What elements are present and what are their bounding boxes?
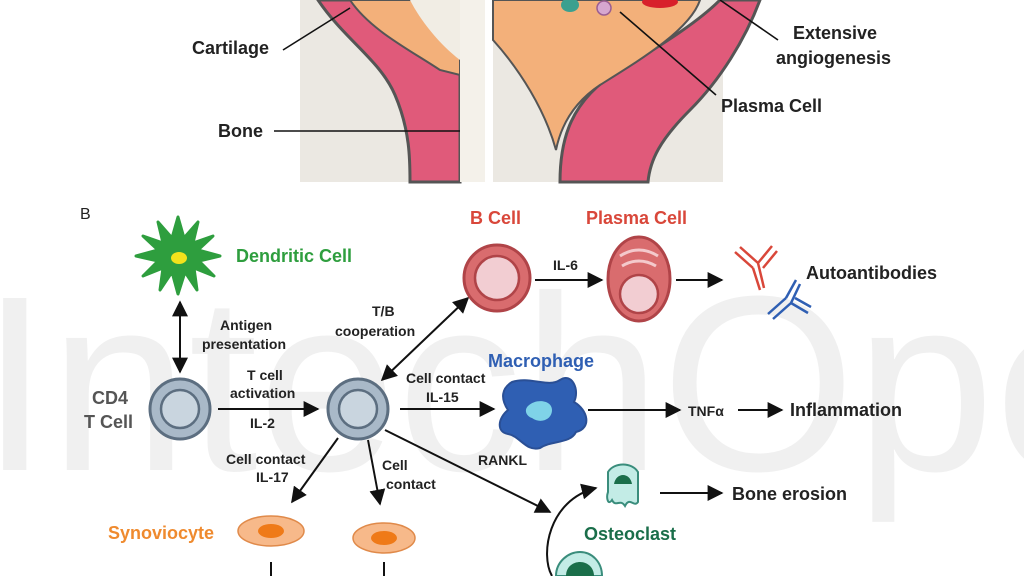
cd4-tcell-nucleus [159, 388, 201, 430]
synoviocyte-label: Synoviocyte [108, 523, 214, 543]
panel-a: Cartilage Bone Extensive angiogenesis Pl… [192, 0, 891, 184]
angiogenesis-label-2: angiogenesis [776, 48, 891, 68]
il6-label: IL-6 [553, 257, 578, 273]
rankl-label: RANKL [478, 452, 527, 468]
tb-label-1: T/B [372, 303, 395, 319]
plasma-cell-label-a: Plasma Cell [721, 96, 822, 116]
il2-label: IL-2 [250, 415, 275, 431]
right-plasma-cell [596, 0, 612, 16]
cd4-label-2: T Cell [84, 412, 133, 432]
antigen-label-2: presentation [202, 336, 286, 352]
plasma-cell-leader [619, 11, 717, 96]
left-joint-space [410, 0, 460, 60]
right-vessel [642, 0, 678, 8]
contact17-label-2: IL-17 [256, 469, 289, 485]
antigen-label-1: Antigen [220, 317, 272, 333]
tcell-activation-label-1: T cell [247, 367, 283, 383]
cartilage-label: Cartilage [192, 38, 269, 58]
osteoclast-differentiation-arrow [546, 483, 598, 576]
macrophage-nucleus [525, 401, 552, 421]
contact-label-2: contact [386, 476, 436, 492]
cartilage-leader [282, 7, 351, 51]
dendritic-cell-shape [134, 215, 222, 296]
dendritic-cell-label: Dendritic Cell [236, 246, 352, 266]
cell-contact-il17-arrow [291, 437, 339, 504]
autoantibodies-label: Autoantibodies [806, 263, 937, 283]
synoviocyte-2-nucleus [371, 531, 397, 545]
panel-b: B Dendritic Cell Antigen presentation CD… [80, 206, 937, 576]
bone-erosion-label: Bone erosion [732, 484, 847, 504]
right-bone [558, 0, 762, 184]
angiogenesis-leader [719, 0, 779, 41]
cd4-label-1: CD4 [92, 388, 128, 408]
inflammation-label: Inflammation [790, 400, 902, 420]
osteoclast-body [606, 463, 639, 509]
panel-divider [485, 0, 493, 182]
osteoclast-precursor-nucleus [566, 562, 594, 576]
blue-antibody-icon [767, 279, 812, 320]
plasma-cell-label-b: Plasma Cell [586, 208, 687, 228]
contact15-label-1: Cell contact [406, 370, 486, 386]
left-joint-edge [460, 0, 485, 182]
tb-label-2: cooperation [335, 323, 415, 339]
rankl-arrow [384, 429, 552, 513]
right-cell-teal [561, 0, 579, 12]
plasma-er-1 [619, 248, 659, 258]
plasma-er-2 [621, 259, 657, 268]
tb-cooperation-arrow [380, 296, 470, 382]
contact-label-1: Cell [382, 457, 408, 473]
bone-label: Bone [218, 121, 263, 141]
b-cell-label: B Cell [470, 208, 521, 228]
tcell-activation-label-2: activation [230, 385, 295, 401]
angiogenesis-label-1: Extensive [793, 23, 877, 43]
right-pannus [492, 0, 702, 151]
osteoclast-nucleus [614, 475, 632, 484]
activated-tcell-nucleus [337, 388, 379, 430]
osteoclast-label: Osteoclast [584, 524, 676, 544]
contact17-label-1: Cell contact [226, 451, 306, 467]
contact15-label-2: IL-15 [426, 389, 459, 405]
b-cell-nucleus [473, 254, 521, 302]
macrophage-label: Macrophage [488, 351, 594, 371]
cell-contact-arrow [367, 439, 386, 506]
red-antibody-icon [734, 245, 778, 291]
panel-letter: B [80, 206, 91, 223]
plasma-cell-nucleus [618, 273, 660, 315]
synoviocyte-1-nucleus [258, 524, 284, 538]
tnfa-label: TNFα [688, 403, 724, 419]
